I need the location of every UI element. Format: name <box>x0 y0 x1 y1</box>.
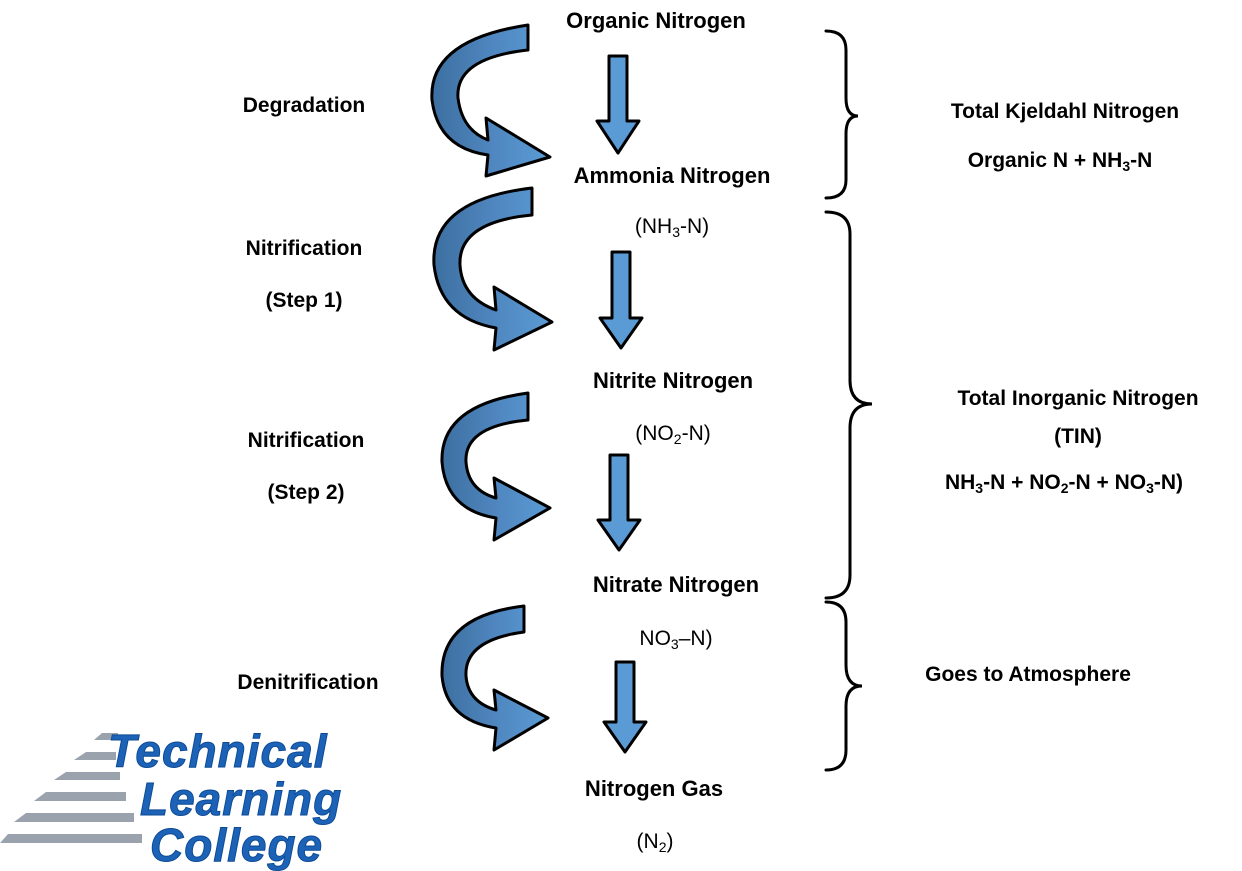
tin-formula: NH3-N + NO2-N + NO3-N) <box>944 471 1184 496</box>
nitrite-nitrogen-label: Nitrite Nitrogen <box>592 368 754 393</box>
nitrification-step1-label: Nitrification <box>245 237 363 260</box>
tkn-title: Total Kjeldahl Nitrogen <box>950 100 1180 123</box>
tin-brace <box>824 210 873 600</box>
ammonia-formula: (NH3-N) <box>634 215 710 240</box>
tkn-formula: Organic N + NH3-N <box>967 149 1153 174</box>
nitrate-formula: NO3–N) <box>639 627 713 652</box>
logo-line-technical: Technical <box>107 725 328 777</box>
nitrification-step2-curved-arrow <box>440 391 552 542</box>
atmosphere-brace <box>824 600 863 772</box>
nitrification-step1-curved-arrow <box>432 186 554 352</box>
nitrite-formula: (NO2-N) <box>635 422 711 447</box>
nitrate-nitrogen-label: Nitrate Nitrogen <box>592 572 760 597</box>
down-arrow-organic-to-ammonia <box>595 54 641 155</box>
down-arrow-nitrate-to-gas <box>602 660 648 754</box>
step1-label: (Step 1) <box>265 289 343 312</box>
down-arrow-ammonia-to-nitrite <box>598 250 644 350</box>
nitrification-step2-label: Nitrification <box>247 429 365 452</box>
down-arrow-nitrite-to-nitrate <box>596 453 642 552</box>
step2-label: (Step 2) <box>267 481 345 504</box>
tin-abbreviation: (TIN) <box>1054 425 1102 448</box>
goes-to-atmosphere-label: Goes to Atmosphere <box>925 663 1131 686</box>
denitrification-label: Denitrification <box>237 671 379 694</box>
tkn-brace <box>824 29 859 200</box>
degradation-curved-arrow <box>430 23 552 178</box>
nitrogen-gas-formula: (N2) <box>636 830 674 855</box>
nitrogen-gas-label: Nitrogen Gas <box>584 776 724 801</box>
logo-line-learning: Learning <box>139 773 343 825</box>
denitrification-curved-arrow <box>440 604 550 752</box>
organic-nitrogen-label: Organic Nitrogen <box>566 8 746 33</box>
logo-line-college: College <box>149 819 324 871</box>
ammonia-nitrogen-label: Ammonia Nitrogen <box>573 163 771 188</box>
logo-pyramid-icon <box>0 733 142 843</box>
degradation-label: Degradation <box>242 94 366 117</box>
tin-title: Total Inorganic Nitrogen <box>957 387 1199 410</box>
